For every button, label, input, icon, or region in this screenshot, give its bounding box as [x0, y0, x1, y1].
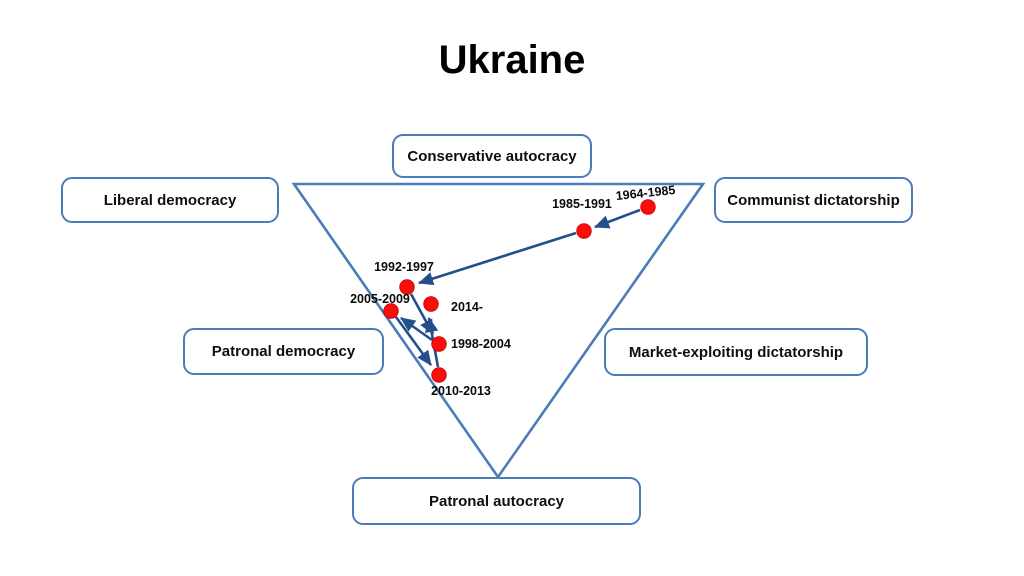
trajectory-arrow-1964-1985-to-1985-1991: [594, 208, 641, 229]
data-point-2014-: [423, 296, 439, 312]
period-label-2014-: 2014-: [451, 300, 483, 314]
region-label: Patronal democracy: [211, 343, 356, 360]
data-point-2005-2009: [383, 303, 399, 319]
data-point-1985-1991: [576, 223, 592, 239]
region-box-market-exploiting-dictatorship: Market-exploiting dictatorship: [604, 328, 868, 376]
period-label-1985-1991: 1985-1991: [552, 197, 612, 211]
trajectory-arrow-1985-1991-to-1992-1997: [418, 231, 577, 286]
period-label-1998-2004: 1998-2004: [451, 337, 511, 351]
slide-title: Ukraine: [438, 38, 586, 82]
data-point-1992-1997: [399, 279, 415, 295]
data-point-1998-2004: [431, 336, 447, 352]
region-box-conservative-autocracy: Conservative autocracy: [392, 134, 592, 178]
region-label: Patronal autocracy: [428, 492, 565, 510]
region-label: Conservative autocracy: [407, 147, 577, 165]
region-box-patronal-democracy: Patronal democracy: [183, 328, 384, 375]
period-label-2005-2009: 2005-2009: [350, 292, 410, 306]
data-point-2010-2013: [431, 367, 447, 383]
regime-triangle: [291, 182, 706, 480]
trajectory-arrow-1998-2004-to-2005-2009: [400, 316, 433, 342]
region-label: Market-exploiting dictatorship: [628, 343, 844, 361]
data-point-1964-1985: [640, 199, 656, 215]
period-label-1992-1997: 1992-1997: [374, 260, 434, 274]
period-label-1964-1985: 1964-1985: [615, 183, 676, 203]
region-box-liberal-democracy: Liberal democracy: [61, 177, 279, 223]
trajectory-arrow-2005-2009-to-2010-2013: [394, 316, 433, 366]
region-label: Liberal democracy: [103, 191, 237, 209]
region-box-patronal-autocracy: Patronal autocracy: [352, 477, 641, 525]
period-label-2010-2013: 2010-2013: [431, 384, 491, 398]
region-label: Communist dictatorship: [727, 191, 900, 209]
region-box-communist-dictatorship: Communist dictatorship: [714, 177, 913, 223]
